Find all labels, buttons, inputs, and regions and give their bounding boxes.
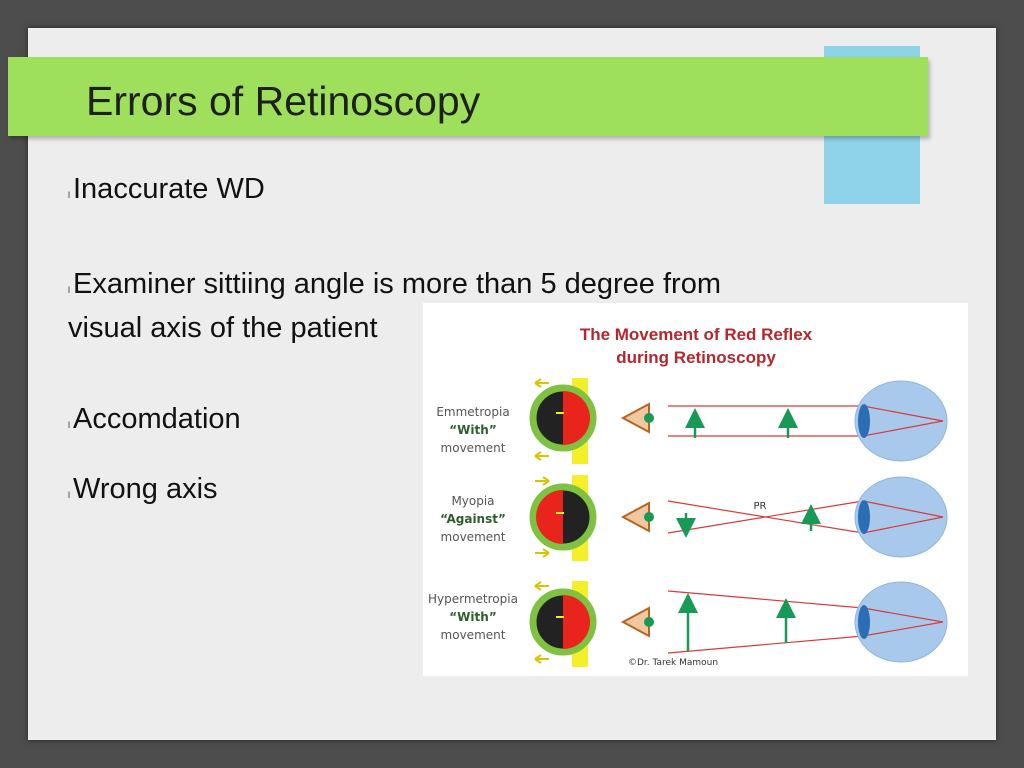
bullet-text: Accomdation	[73, 403, 241, 435]
examiner-iris-icon	[644, 617, 654, 627]
condition-label: Myopia	[451, 494, 494, 508]
pr-label: PR	[754, 501, 767, 512]
movement-label: movement	[441, 441, 506, 455]
patient-eye-icon	[854, 380, 948, 462]
patient-eye-icon	[854, 581, 948, 663]
bullet-text-line2: visual axis of the patient	[68, 312, 378, 344]
right-arrow-icon	[535, 548, 550, 558]
red-reflex-diagram: The Movement of Red Reflex during Retino…	[428, 325, 948, 668]
focused-ray	[862, 607, 944, 637]
bullet-marker: l	[68, 420, 70, 430]
figure-credit: ©Dr. Tarek Mamoun	[628, 658, 718, 668]
figure-title-line2: during Retinoscopy	[616, 348, 776, 367]
lens-icon	[858, 404, 870, 438]
left-arrow-icon	[534, 581, 549, 591]
red-reflex	[563, 391, 590, 445]
movement-label: movement	[441, 530, 506, 544]
red-reflex	[536, 490, 563, 544]
examiner-iris-icon	[644, 413, 654, 423]
patient-eye-icon	[854, 476, 948, 558]
right-arrow-icon	[535, 476, 550, 486]
lens-icon	[858, 500, 870, 534]
row-emmetropia: Emmetropia “With” movement	[436, 378, 948, 464]
red-reflex	[563, 595, 590, 649]
row-hypermetropia: Hypermetropia “With” movement	[428, 581, 948, 667]
light-ray	[667, 590, 864, 609]
figure-title-line1: The Movement of Red Reflex	[580, 325, 813, 344]
focused-ray	[862, 500, 944, 534]
light-ray	[667, 500, 864, 534]
row-myopia: Myopia “Against” movement PR	[440, 475, 948, 561]
movement-type-label: “Against”	[440, 512, 506, 526]
slide-title: Errors of Retinoscopy	[86, 78, 481, 124]
left-arrow-icon	[534, 654, 549, 664]
lens-icon	[858, 605, 870, 639]
bullet-marker: l	[68, 490, 70, 500]
movement-label: movement	[441, 628, 506, 642]
left-arrow-icon	[534, 378, 549, 388]
movement-type-label: “With”	[449, 610, 496, 624]
condition-label: Hypermetropia	[428, 592, 518, 606]
title-bar	[8, 57, 928, 136]
bullet-marker: l	[68, 285, 70, 295]
left-arrow-icon	[534, 451, 549, 461]
examiner-iris-icon	[644, 512, 654, 522]
focused-ray	[862, 405, 944, 437]
bullet-text: Examiner sittiing angle is more than 5 d…	[73, 268, 721, 300]
bullet-text: Inaccurate WD	[73, 173, 265, 205]
light-ray	[667, 635, 864, 654]
condition-label: Emmetropia	[436, 405, 509, 419]
red-reflex-figure: The Movement of Red Reflex during Retino…	[423, 303, 968, 676]
bullet-marker: l	[68, 190, 70, 200]
bullet-text: Wrong axis	[73, 473, 218, 505]
movement-type-label: “With”	[449, 423, 496, 437]
